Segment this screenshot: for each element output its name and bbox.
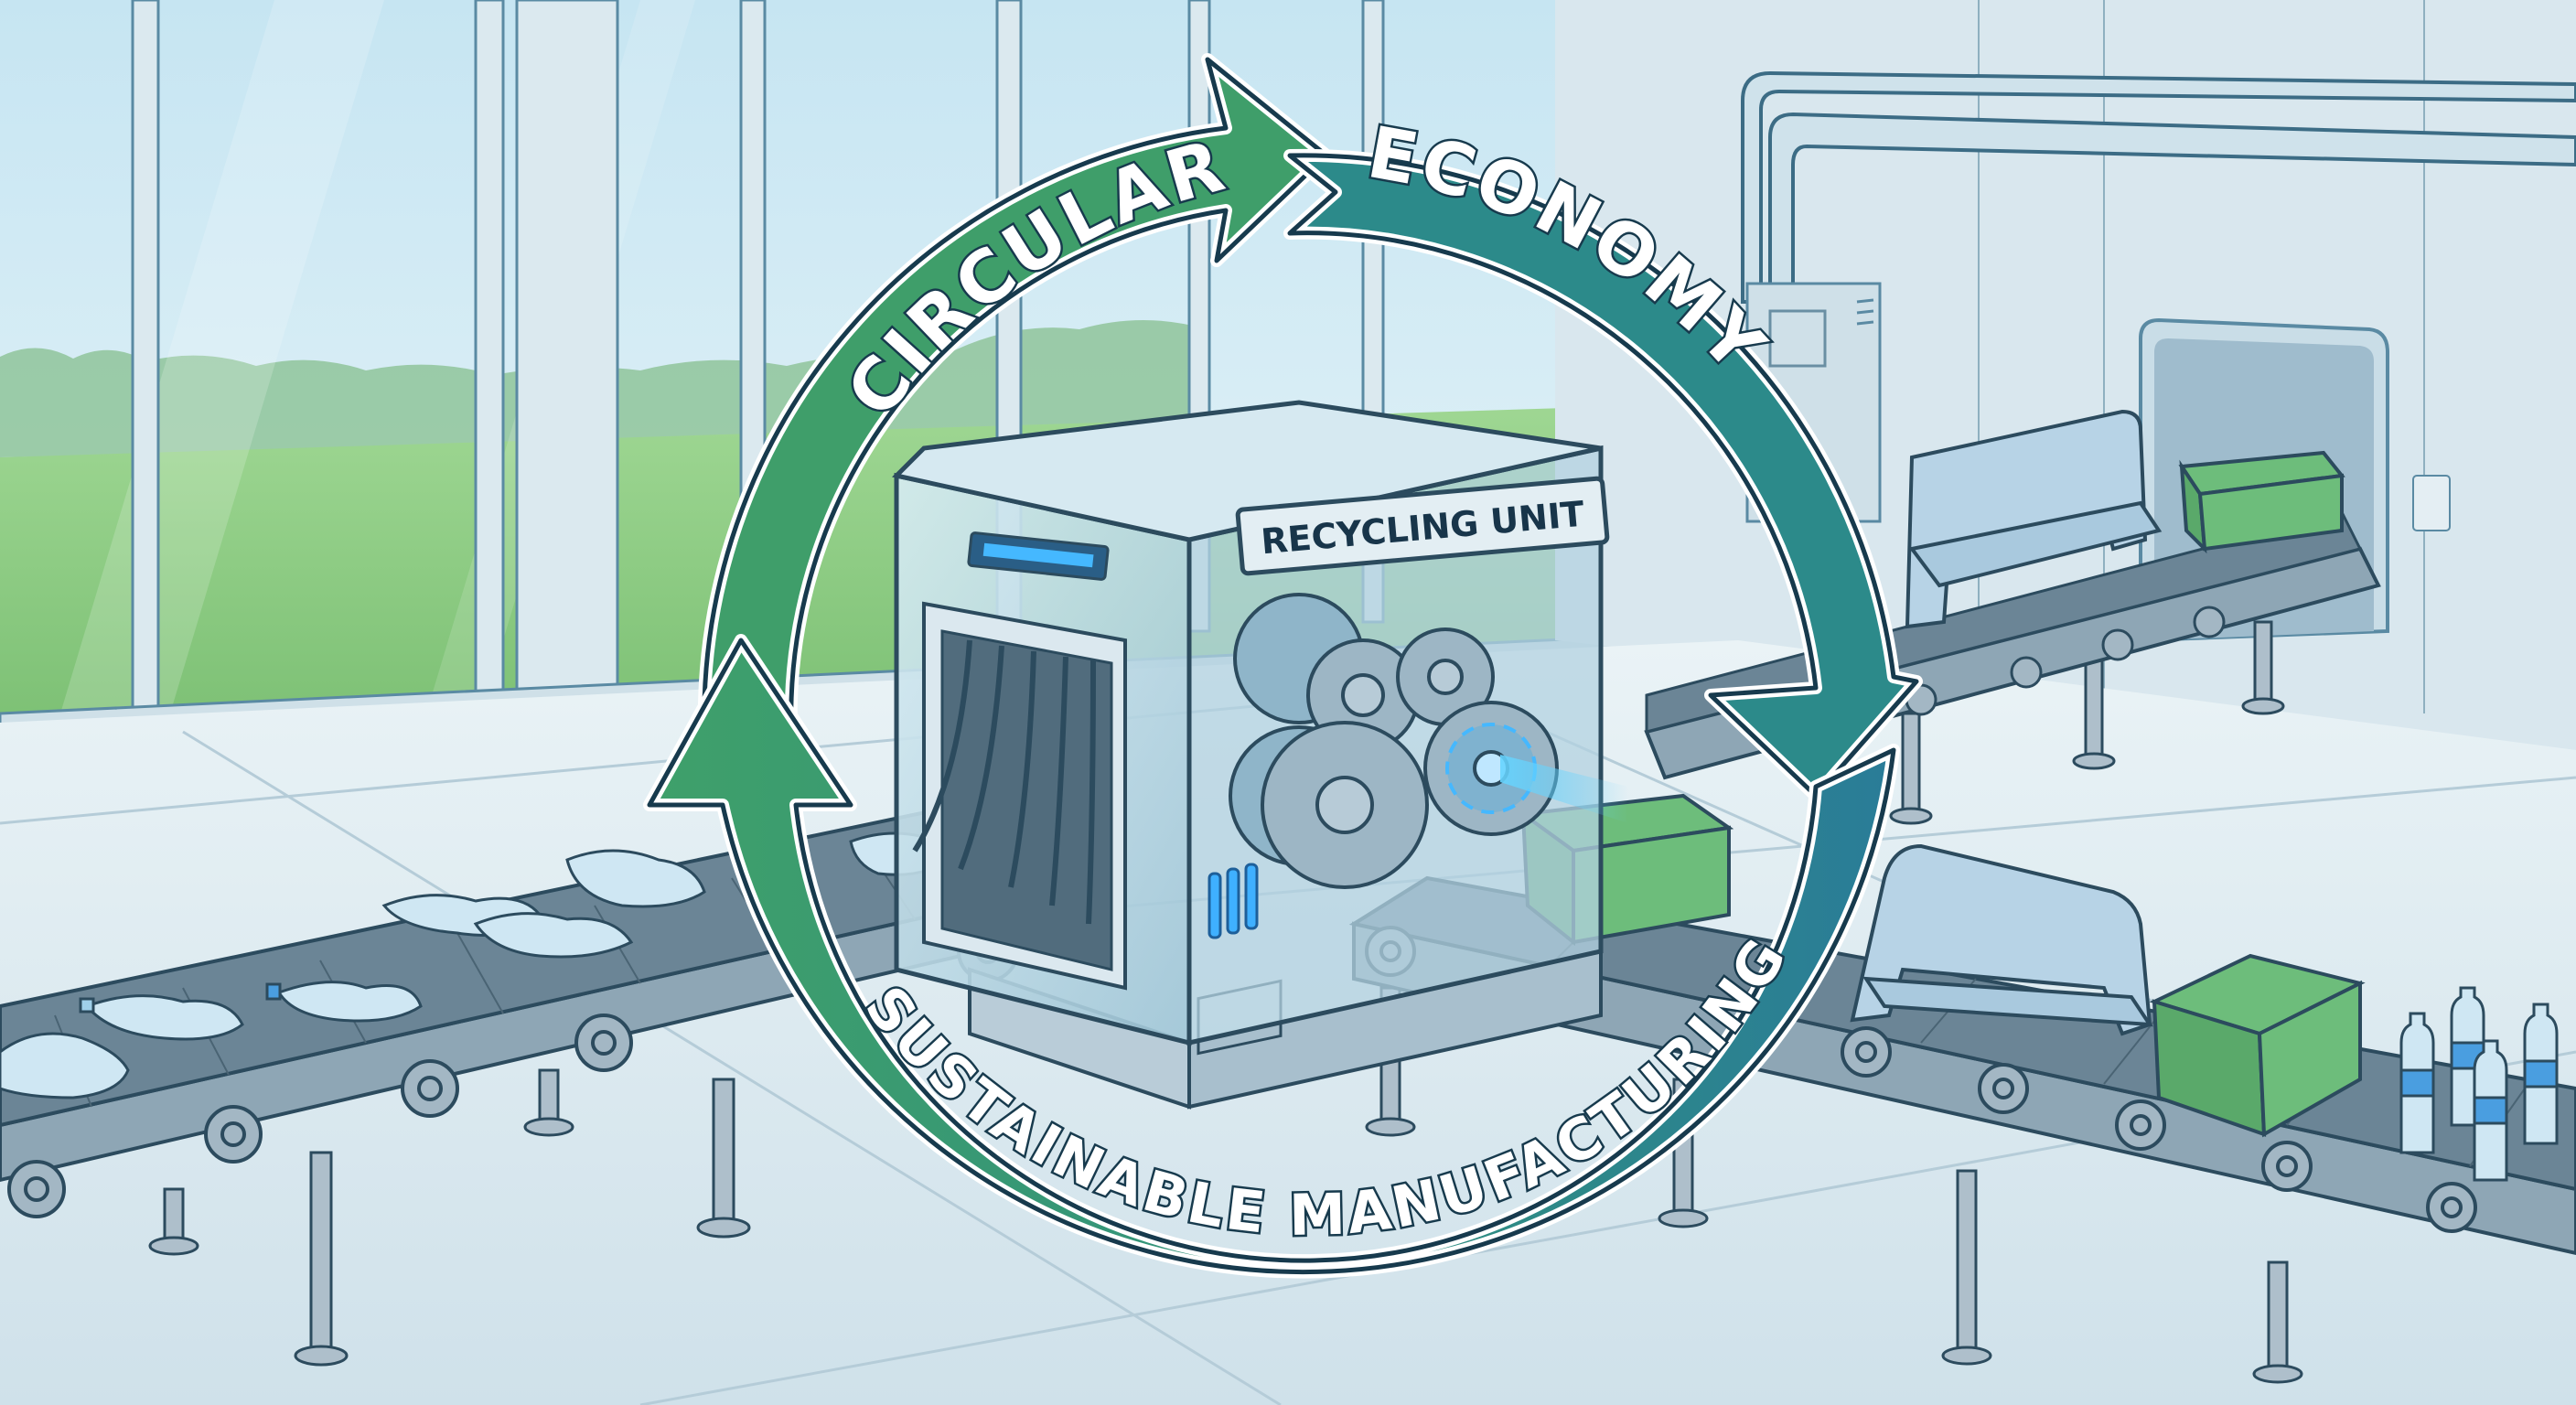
water-bottles xyxy=(2399,986,2559,1182)
shredder-gears xyxy=(1229,593,1559,889)
crushed-bottles xyxy=(0,831,944,1099)
recycling-machine: RECYCLING UNIT xyxy=(891,400,1628,1110)
status-light-bars xyxy=(1208,863,1259,939)
plastic-bench-upper xyxy=(1905,409,2163,629)
green-crate-lower-2 xyxy=(2149,953,2366,1138)
plastic-bench-lower xyxy=(1850,843,2153,1036)
recycling-unit-sign: RECYCLING UNIT xyxy=(1235,476,1610,576)
green-crate-upper xyxy=(2178,450,2345,554)
